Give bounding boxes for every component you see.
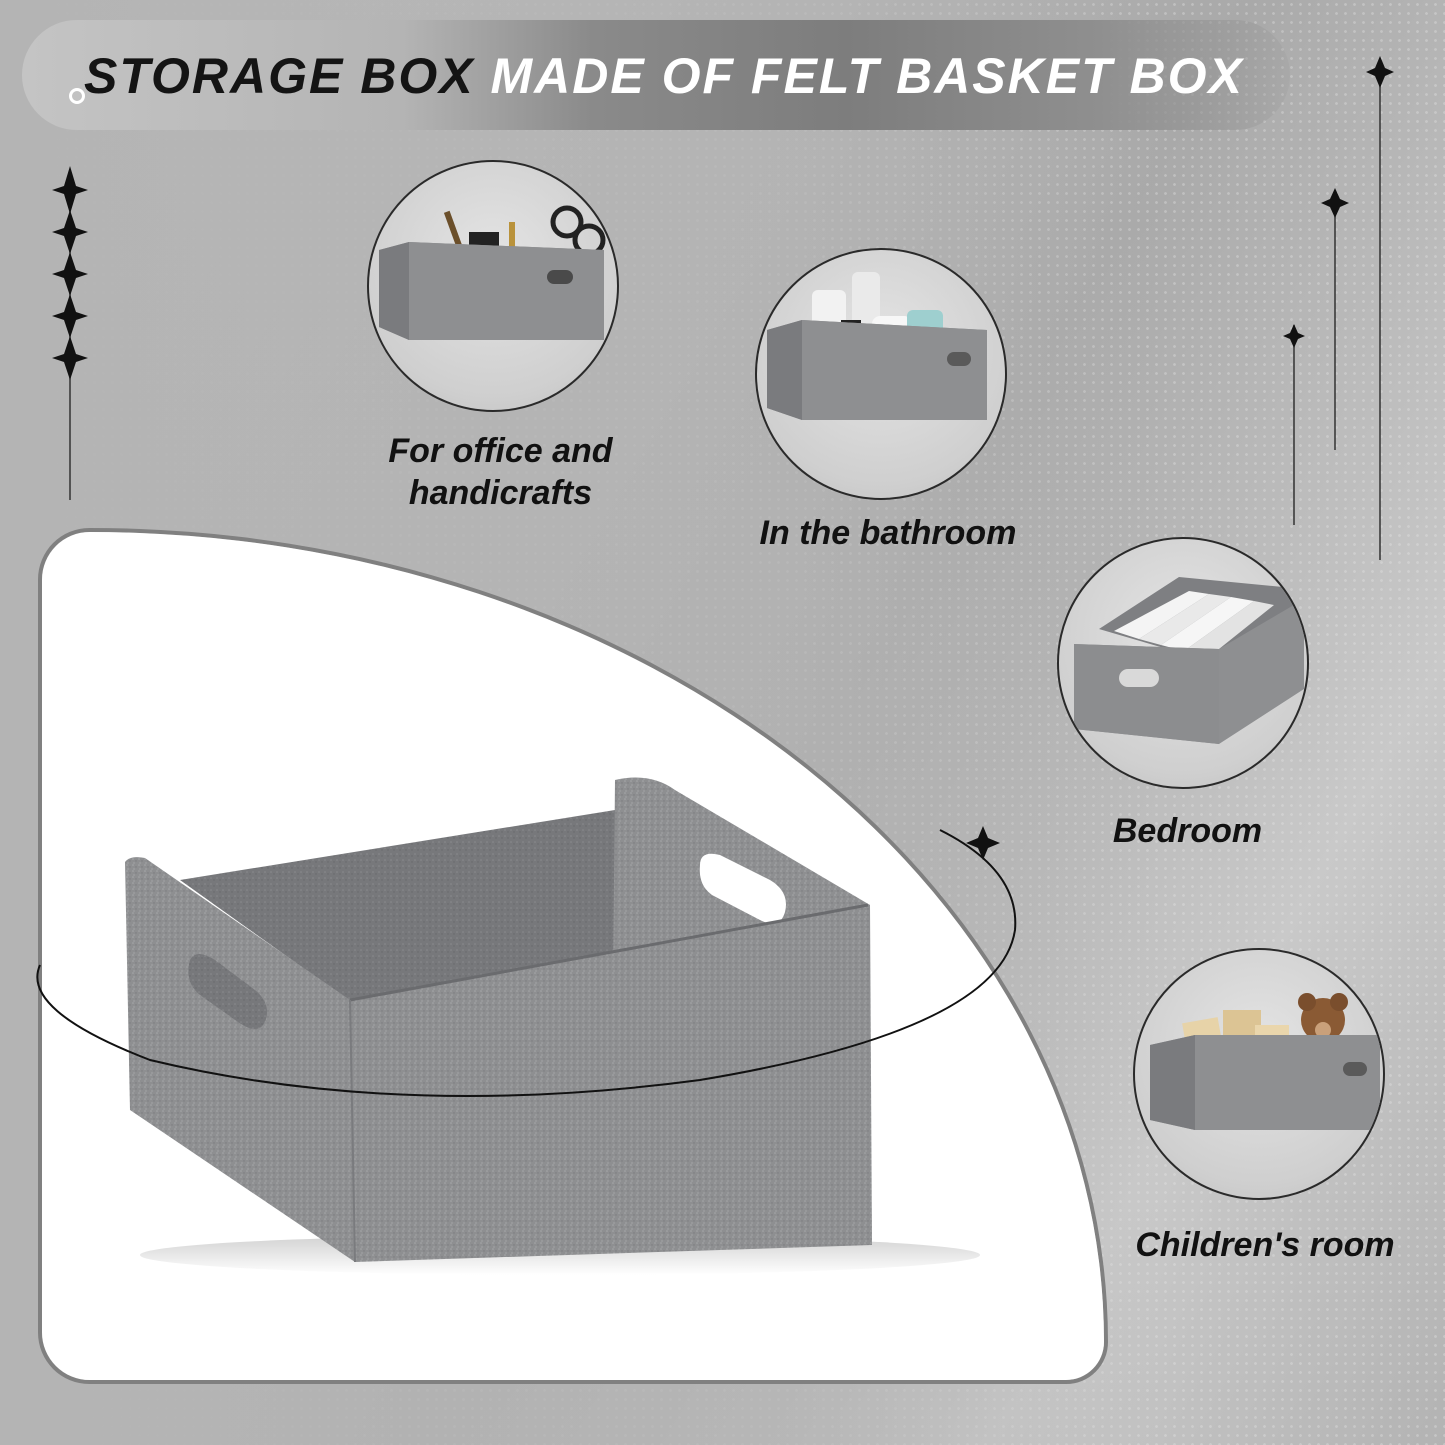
children-room-circle bbox=[1133, 948, 1385, 1200]
sparkle-icon bbox=[1366, 56, 1394, 88]
bedroom-caption: Bedroom bbox=[1112, 812, 1263, 850]
bedroom-basket-image bbox=[1074, 577, 1304, 744]
title-part-dark: STORAGE BOX bbox=[84, 48, 475, 104]
office-basket-image bbox=[379, 205, 606, 340]
sparkle-icon bbox=[52, 336, 88, 380]
sparkle-icon bbox=[1283, 324, 1305, 348]
bathroom-basket-image bbox=[767, 272, 987, 420]
circle-bullet-icon bbox=[69, 88, 85, 104]
bathroom-use-circle bbox=[755, 248, 1007, 500]
sparkle-icon bbox=[52, 294, 88, 338]
office-caption-line1: For office and bbox=[388, 432, 613, 470]
page-title: STORAGE BOX MADE OF FELT BASKET BOX bbox=[84, 44, 1244, 108]
bedroom-use-circle bbox=[1057, 537, 1309, 789]
office-caption-line2: handicrafts bbox=[408, 474, 593, 512]
office-use-circle bbox=[367, 160, 619, 412]
title-part-light: MADE OF FELT BASKET BOX bbox=[490, 48, 1244, 104]
children-basket-image bbox=[1150, 993, 1380, 1130]
title-bar bbox=[22, 20, 1290, 130]
sparkle-icon bbox=[52, 252, 88, 296]
sparkle-icon bbox=[52, 210, 88, 254]
sparkle-icon bbox=[1321, 188, 1349, 218]
sparkle-icon bbox=[52, 166, 88, 214]
office-caption: For office and handicrafts bbox=[368, 430, 633, 514]
sparkle-icon bbox=[966, 826, 1000, 860]
bathroom-caption: In the bathroom bbox=[759, 514, 1017, 552]
children-caption: Children's room bbox=[1135, 1226, 1395, 1264]
